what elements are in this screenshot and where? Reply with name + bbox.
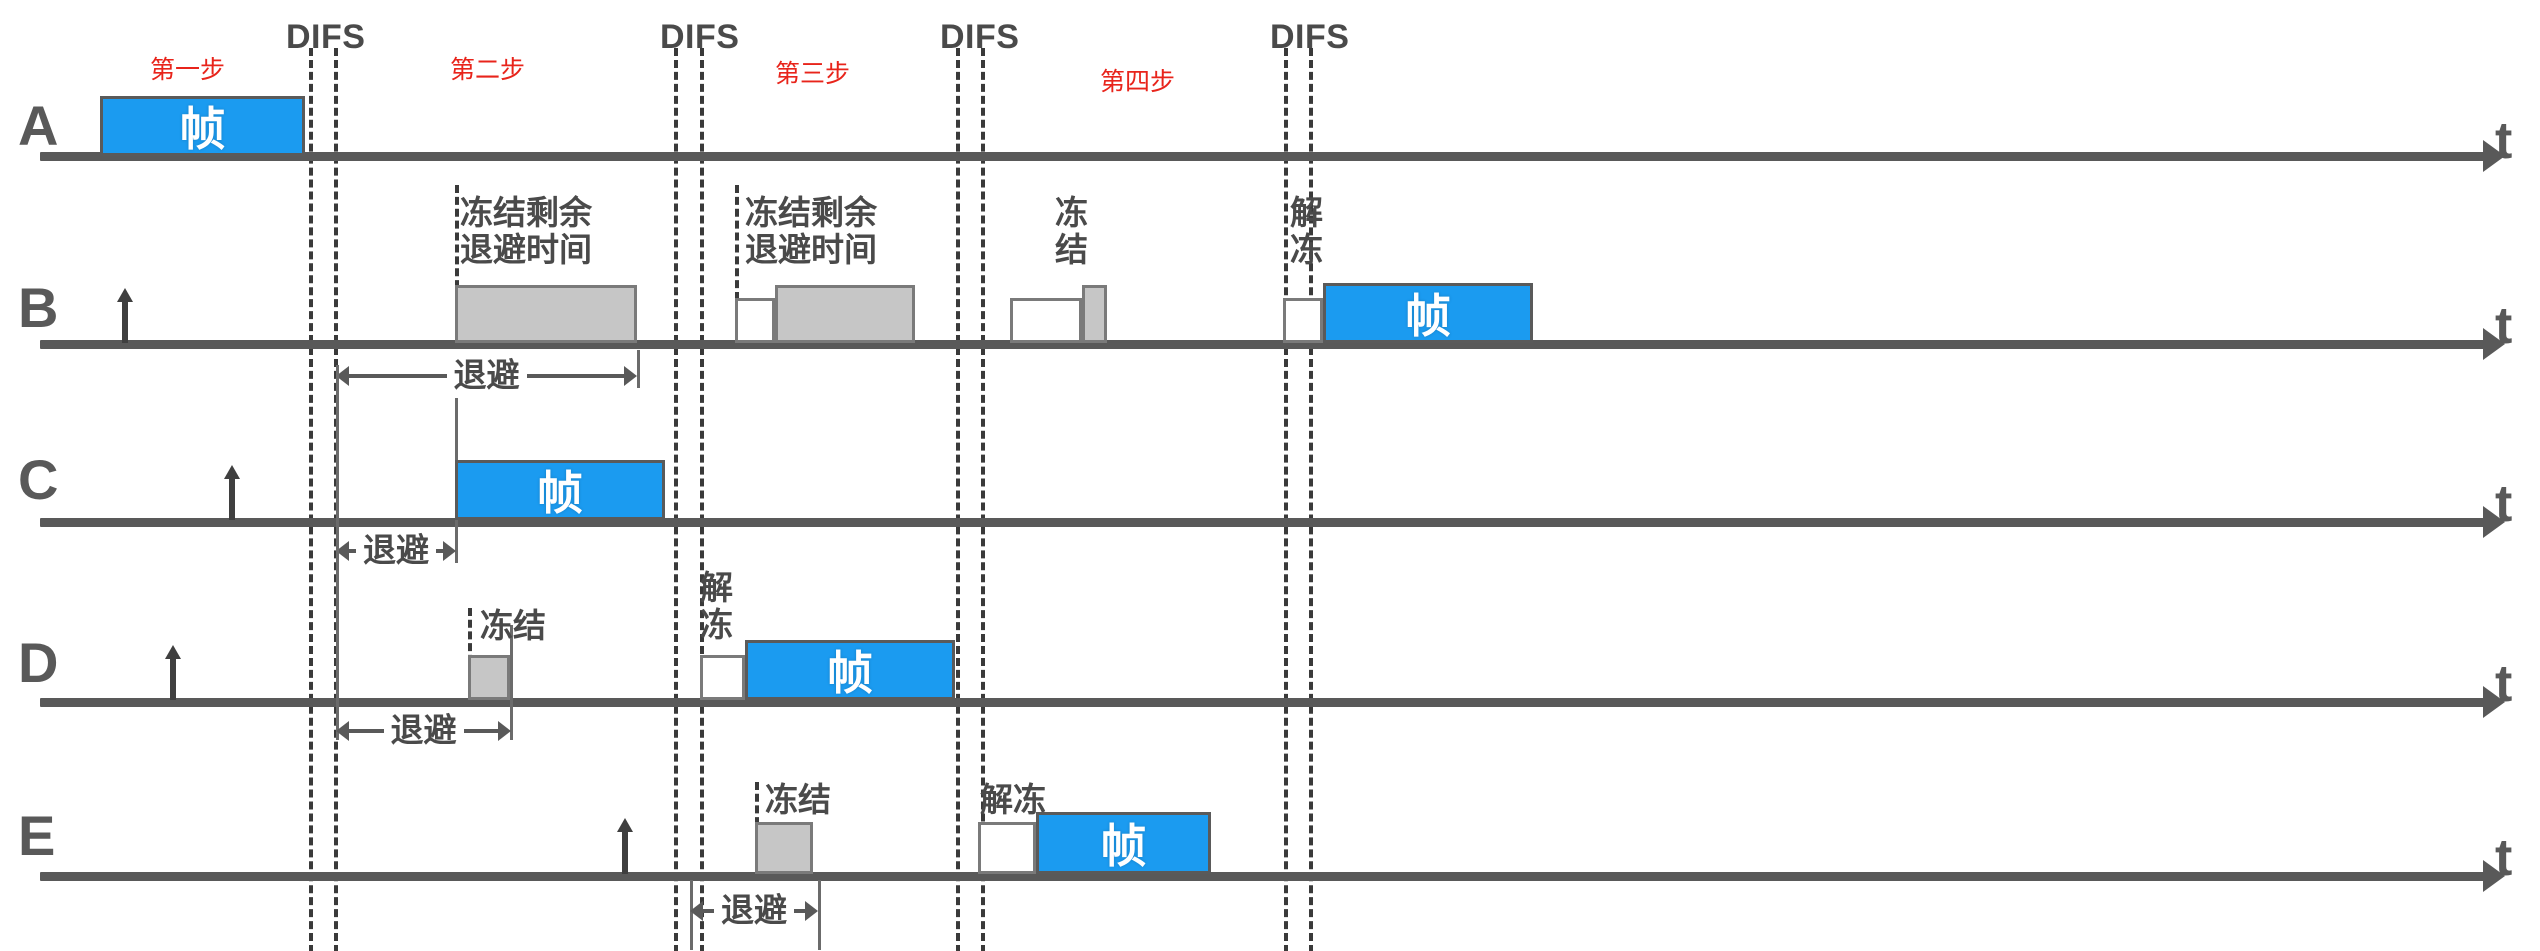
row-c-frame-text: 帧 [537, 467, 583, 519]
row-b-frame-box: 帧 [1323, 283, 1533, 343]
row-c-backoff-measure: 退避 [336, 530, 456, 570]
row-label-a: A [18, 94, 59, 157]
row-c-measure-edge-left [336, 365, 339, 560]
row-c-ready-marker [224, 465, 240, 520]
row-a-time-axis [40, 152, 2485, 161]
row-b-t-label: t [2495, 297, 2513, 355]
step-label-1: 第一步 [150, 56, 226, 84]
row-c-measure-left-arrow [336, 541, 349, 561]
row-c-measure-label: 退避 [356, 533, 436, 567]
row-d-marker-stem [170, 655, 176, 700]
row-c-measure-right-arrow [443, 541, 456, 561]
row-b-backoff-box-1 [455, 285, 637, 343]
row-a-t-label: t [2495, 112, 2513, 170]
row-e-measure-right-arrow [805, 901, 818, 921]
row-e-marker-arrowhead [617, 818, 633, 832]
row-b-measure-edge-right [637, 350, 640, 388]
row-d-caption-unfreeze: 解 冻 [700, 569, 733, 643]
row-d-measure-edge-left [336, 545, 339, 740]
row-d-measure-label: 退避 [383, 713, 464, 747]
difs-guide-4a [1284, 48, 1288, 951]
row-label-b: B [18, 276, 59, 339]
row-e-frame-box: 帧 [1036, 812, 1211, 874]
row-b-measure-label: 退避 [446, 358, 527, 392]
row-e-backoff-measure: 退避 [690, 890, 818, 930]
row-b-ready-marker [117, 288, 133, 343]
row-d-marker-arrowhead [165, 645, 181, 659]
row-d-frame-box: 帧 [745, 640, 955, 700]
row-a-frame-box: 帧 [100, 96, 305, 156]
row-e-frame-text: 帧 [1100, 820, 1147, 872]
row-b-caption-freeze: 冻 结 [1055, 194, 1088, 268]
row-b-backoff-measure: 退避 [336, 355, 637, 395]
row-d-unfreeze-box [700, 655, 745, 700]
row-e-marker-stem [622, 828, 628, 874]
row-c-t-label: t [2495, 475, 2513, 533]
row-d-freeze-guide [468, 608, 472, 698]
difs-label-3: DIFS [940, 18, 1020, 56]
row-b-unfreeze-box-1 [735, 298, 775, 343]
row-e-caption-freeze: 冻结 [765, 781, 831, 818]
row-c-time-axis [40, 518, 2485, 527]
row-b-backoff-box-2 [775, 285, 915, 343]
row-label-d: D [18, 631, 59, 694]
row-e-measure-left-arrow [690, 901, 703, 921]
row-c-marker-stem [229, 475, 235, 520]
row-b-caption-freeze-remaining-2: 冻结剩余 退避时间 [745, 194, 877, 268]
row-b-backoff-box-3 [1082, 285, 1107, 343]
row-b-unfreeze-box-2 [1010, 298, 1082, 343]
row-d-ready-marker [165, 645, 181, 700]
difs-guide-1a [309, 48, 313, 951]
step-label-4: 第四步 [1100, 68, 1176, 96]
row-label-c: C [18, 448, 59, 511]
row-c-frame-box: 帧 [455, 460, 665, 520]
row-e-backoff-box [755, 822, 813, 874]
row-e-t-label: t [2495, 829, 2513, 887]
row-d-backoff-measure: 退避 [336, 710, 511, 750]
row-b-frame-text: 帧 [1405, 290, 1451, 342]
row-label-e: E [18, 804, 56, 867]
step-label-2: 第二步 [450, 56, 526, 84]
row-d-frame-text: 帧 [827, 647, 873, 699]
row-c-marker-arrowhead [224, 465, 240, 479]
row-b-caption-unfreeze: 解 冻 [1290, 194, 1323, 268]
row-d-caption-freeze: 冻结 [480, 607, 546, 644]
row-b-measure-left-arrow [336, 366, 349, 386]
row-d-measure-left-arrow [336, 721, 349, 741]
row-b-unfreeze-box-3 [1283, 298, 1323, 343]
row-e-measure-edge-right [818, 880, 821, 950]
row-b-measure-right-arrow [624, 366, 637, 386]
difs-label-2: DIFS [660, 18, 740, 56]
row-e-ready-marker [617, 818, 633, 874]
difs-guide-4b [1309, 48, 1313, 951]
row-e-time-axis [40, 872, 2485, 881]
row-e-measure-label: 退避 [714, 893, 794, 927]
step-label-3: 第三步 [775, 60, 851, 88]
difs-guide-2a [674, 48, 678, 951]
difs-guide-3a [956, 48, 960, 951]
row-e-unfreeze-box [978, 822, 1036, 874]
row-b-marker-stem [122, 298, 128, 343]
row-d-time-axis [40, 698, 2485, 707]
difs-guide-2b [700, 48, 704, 951]
row-b-time-axis [40, 340, 2485, 349]
row-d-measure-edge-right [510, 625, 513, 740]
row-a-frame-text: 帧 [179, 103, 226, 155]
difs-guide-3b [981, 48, 985, 951]
helper-guide-b1 [455, 185, 459, 300]
row-b-marker-arrowhead [117, 288, 133, 302]
row-d-backoff-box [468, 655, 510, 700]
difs-label-1: DIFS [286, 18, 366, 56]
row-e-caption-unfreeze: 解冻 [980, 781, 1046, 818]
row-b-caption-freeze-remaining-1: 冻结剩余 退避时间 [460, 194, 592, 268]
row-d-measure-right-arrow [498, 721, 511, 741]
helper-guide-b2 [735, 185, 739, 300]
row-d-t-label: t [2495, 655, 2513, 713]
